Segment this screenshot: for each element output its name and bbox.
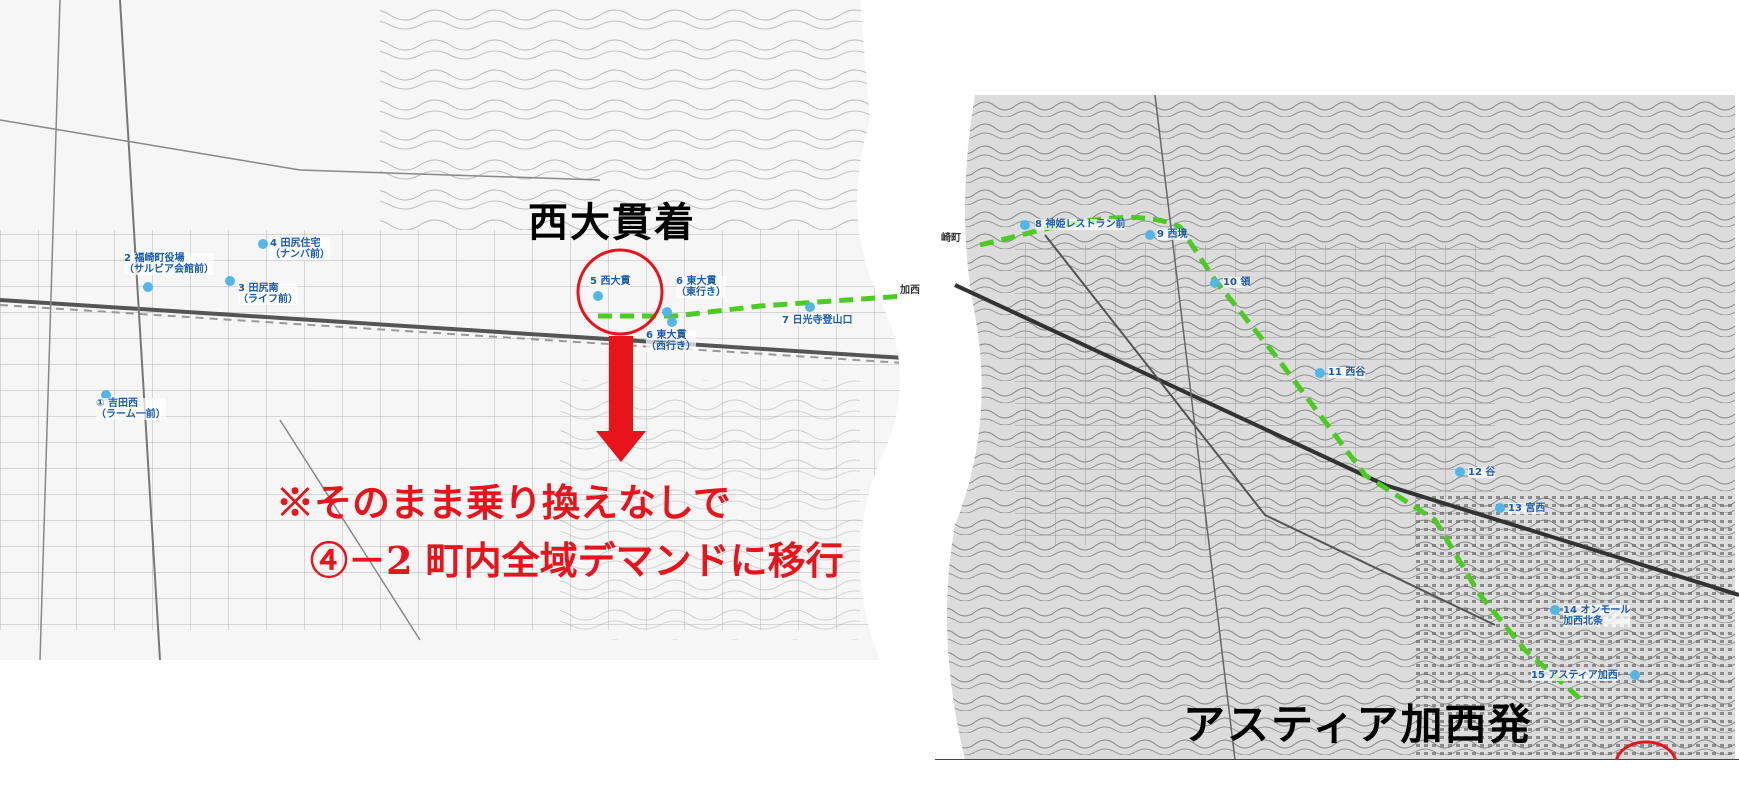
right-map-town-label: 崎町 bbox=[941, 233, 961, 244]
stop-label-miyanishi: 13 宮西 bbox=[1508, 503, 1546, 514]
stop-label-onmall: 14 オンモール 加西北条 bbox=[1563, 605, 1631, 627]
stop-label-kobe-restaurant: 8 神姫レストラン前 bbox=[1035, 219, 1126, 230]
left-map-title: 西大貫着 bbox=[528, 199, 696, 246]
stop-label-nikkoji: 7 日光寺登山口 bbox=[782, 315, 853, 326]
stop-label-nishitani: 11 西谷 bbox=[1328, 367, 1366, 378]
stop-label-astia: 15 アスティア加西 bbox=[1531, 670, 1618, 681]
left-map: 西大貫着 ① 吉田西 （ラーム一前） 2 福崎町役場 （サルビア会館前） 3 田… bbox=[0, 0, 935, 660]
right-map-terrain bbox=[935, 95, 1739, 760]
stop-label-higashi-onuki-west: 6 東大貫 （西行き） bbox=[646, 330, 696, 352]
stop-label-ryo: 10 領 bbox=[1223, 277, 1251, 288]
stop-label-yoshida-nishi: ① 吉田西 （ラーム一前） bbox=[96, 398, 166, 420]
left-map-town-label: 加西 bbox=[900, 285, 920, 296]
right-map: 崎町 8 神姫レストラン前 9 西境 10 領 11 西谷 12 谷 13 宮西… bbox=[935, 95, 1739, 760]
notice-line-2: ④－2 町内全域デマンドに移行 bbox=[310, 538, 844, 583]
left-map-terrain bbox=[0, 0, 935, 660]
stop-label-fukusaki-office: 2 福崎町役場 （サルビア会館前） bbox=[124, 253, 214, 275]
stop-label-higashi-onuki-east: 6 東大貫 （東行き） bbox=[676, 276, 726, 298]
notice-line-1: ※そのまま乗り換えなしで bbox=[276, 480, 731, 525]
stop-label-tajiri-jutaku: 4 田尻住宅 （ナンバ前） bbox=[270, 238, 330, 260]
stop-label-nishi-onuki: 5 西大貫 bbox=[590, 276, 631, 287]
right-map-title: アスティア加西発 bbox=[1183, 700, 1533, 749]
stop-label-tani: 12 谷 bbox=[1468, 467, 1496, 478]
stop-label-tajiri-minami: 3 田尻南 （ライフ前） bbox=[238, 283, 298, 305]
stop-label-saikyo: 9 西境 bbox=[1157, 229, 1188, 240]
